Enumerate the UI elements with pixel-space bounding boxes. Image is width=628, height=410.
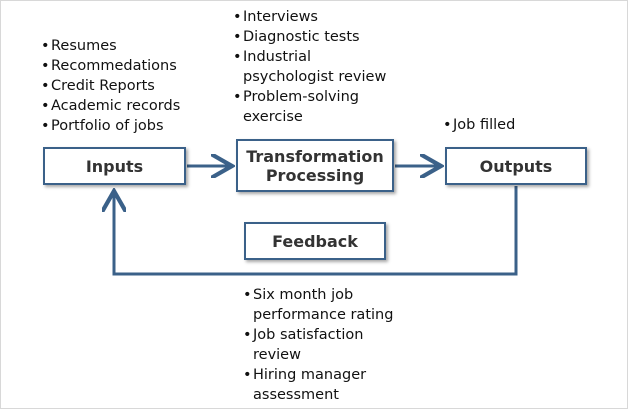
list-item: Resumes bbox=[41, 36, 231, 56]
feedback-list: Six month job performance rating Job sat… bbox=[243, 285, 413, 405]
list-item: Interviews bbox=[233, 7, 403, 27]
list-item: Diagnostic tests bbox=[233, 27, 403, 47]
feedback-box: Feedback bbox=[244, 222, 386, 260]
list-item: Six month job performance rating bbox=[243, 285, 413, 325]
transformation-list: Interviews Diagnostic tests Industrial p… bbox=[233, 7, 403, 127]
outputs-box: Outputs bbox=[445, 147, 587, 185]
list-item: Job satisfaction review bbox=[243, 325, 413, 365]
feedback-box-label: Feedback bbox=[272, 231, 358, 251]
transformation-box-label-line2: Processing bbox=[265, 165, 365, 185]
outputs-box-label: Outputs bbox=[479, 156, 553, 176]
list-item: Hiring manager assessment bbox=[243, 365, 413, 405]
inputs-box-label: Inputs bbox=[85, 156, 144, 176]
list-item: Recommedations bbox=[41, 56, 231, 76]
transformation-processing-box: Transformation Processing bbox=[236, 139, 394, 192]
list-item: Job filled bbox=[443, 115, 603, 135]
inputs-box: Inputs bbox=[43, 147, 186, 185]
outputs-list: Job filled bbox=[443, 115, 603, 135]
inputs-list: Resumes Recommedations Credit Reports Ac… bbox=[41, 36, 231, 136]
list-item: Academic records bbox=[41, 96, 231, 116]
list-item: Industrial psychologist review bbox=[233, 47, 403, 87]
transformation-box-label-line1: Transformation bbox=[246, 146, 384, 166]
list-item: Portfolio of jobs bbox=[41, 116, 231, 136]
list-item: Problem-solving exercise bbox=[233, 87, 403, 127]
feedback-loop-arrow bbox=[114, 186, 518, 276]
list-item: Credit Reports bbox=[41, 76, 231, 96]
